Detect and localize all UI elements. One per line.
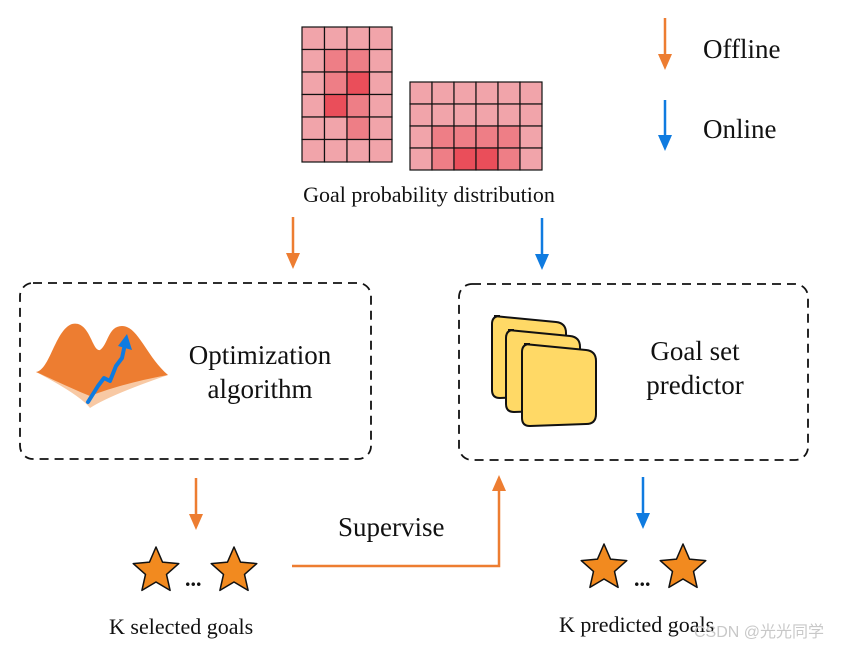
grid-cell	[497, 125, 521, 149]
watermark: CSDN @光光同学	[694, 624, 825, 641]
grid-cell	[368, 26, 393, 51]
predictor-line-2: predictor	[646, 370, 744, 400]
grid-cell	[431, 125, 455, 149]
grid-cell	[431, 81, 455, 105]
optimization-box	[19, 282, 372, 460]
grid-cell	[431, 103, 455, 127]
grid-cell	[368, 71, 393, 96]
predictor-line-1: Goal set	[650, 336, 740, 366]
grid-cell	[453, 125, 477, 149]
grid-cell	[301, 138, 326, 163]
grid-cell	[475, 103, 499, 127]
grid-cell	[301, 48, 326, 73]
predictor-title: Goal set predictor	[610, 334, 780, 402]
grid-cell	[475, 81, 499, 105]
star-icon	[659, 543, 707, 589]
grid-cell	[519, 103, 543, 127]
grid-cell	[346, 138, 371, 163]
grid-cell	[323, 71, 348, 96]
online-arrow-to-predicted-goals	[636, 477, 650, 529]
selected-goals-caption: K selected goals	[109, 614, 254, 639]
grid-cell	[519, 81, 543, 105]
star-icon	[132, 546, 180, 592]
selected-ellipsis: ...	[185, 566, 202, 591]
grid-cell	[497, 81, 521, 105]
grid-cell	[301, 116, 326, 141]
grid-cell	[453, 103, 477, 127]
grid-cell	[409, 125, 433, 149]
distribution-caption: Goal probability distribution	[303, 182, 555, 207]
grid-cell	[409, 147, 433, 171]
grid-cell	[409, 81, 433, 105]
grid-cell	[519, 147, 543, 171]
grid-cell	[497, 147, 521, 171]
star-icon	[210, 546, 258, 592]
grid-cell	[346, 26, 371, 51]
legend-online-arrow	[658, 100, 672, 151]
star-icon	[580, 543, 628, 589]
supervise-label: Supervise	[338, 512, 445, 542]
grid-cell	[323, 138, 348, 163]
optimization-title: Optimization algorithm	[170, 338, 350, 406]
legend-offline-arrow	[658, 18, 672, 70]
grid-cell	[453, 81, 477, 105]
legend-offline-label: Offline	[703, 34, 781, 64]
grid-cell	[497, 103, 521, 127]
grid-cell	[323, 48, 348, 73]
grid-cell	[346, 93, 371, 118]
grid-cell	[323, 93, 348, 118]
predicted-ellipsis: ...	[634, 566, 651, 591]
grid-cell	[323, 26, 348, 51]
offline-arrow-to-selected-goals	[189, 478, 203, 530]
grid-cell	[301, 93, 326, 118]
grid-cell	[409, 103, 433, 127]
grid-cell	[346, 116, 371, 141]
optimization-line-1: Optimization	[188, 340, 332, 370]
optimization-line-2: algorithm	[207, 374, 313, 404]
probability-grid-1	[301, 26, 393, 163]
online-arrow-to-predictor	[535, 218, 549, 270]
grid-cell	[346, 71, 371, 96]
offline-arrow-to-optimization	[286, 217, 300, 269]
predictor-cards-icon	[491, 315, 597, 428]
predicted-goals-caption: K predicted goals	[559, 612, 715, 637]
grid-cell	[301, 71, 326, 96]
supervise-arrow	[292, 475, 506, 568]
goal-stars	[132, 543, 707, 592]
grid-cell	[475, 125, 499, 149]
grid-cell	[301, 26, 326, 51]
grid-cell	[431, 147, 455, 171]
predictor-box	[458, 283, 809, 461]
optimization-landscape-icon	[36, 323, 168, 408]
legend-online-label: Online	[703, 114, 777, 144]
grid-cell	[368, 116, 393, 141]
grid-cell	[323, 116, 348, 141]
grid-cell	[368, 48, 393, 73]
grid-cell	[453, 147, 477, 171]
grid-cell	[368, 138, 393, 163]
probability-grid-2	[409, 81, 543, 171]
grid-cell	[346, 48, 371, 73]
grid-cell	[519, 125, 543, 149]
grid-cell	[368, 93, 393, 118]
grid-cell	[475, 147, 499, 171]
